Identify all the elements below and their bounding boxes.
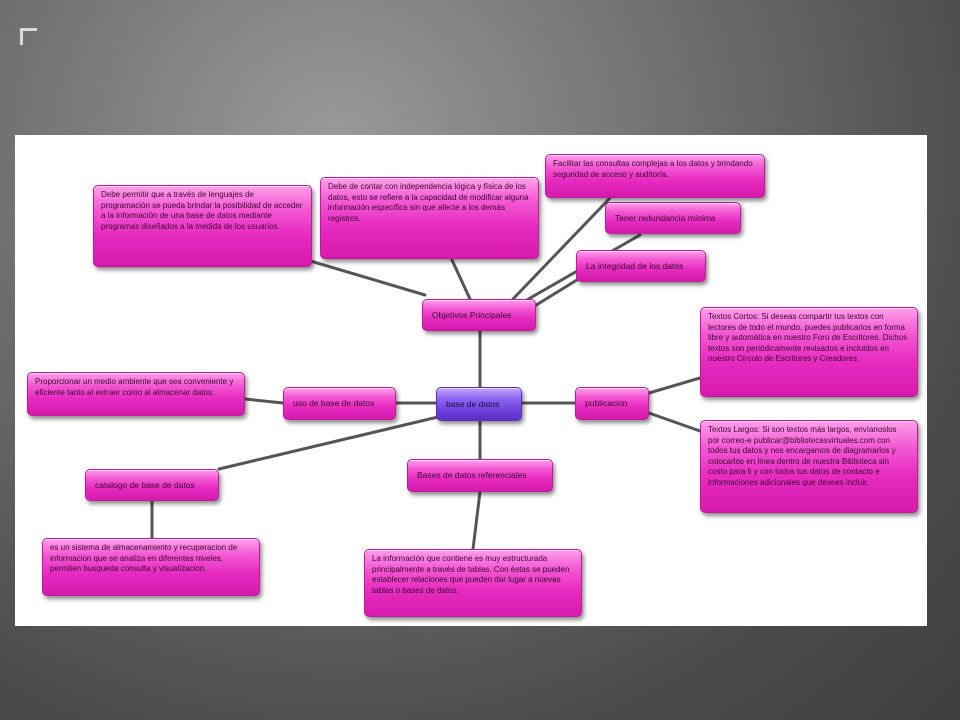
node-textos-largos[interactable]: Textos Largos: Si son textos más largos,…: [700, 420, 918, 513]
node-catalogo-descripcion[interactable]: es un sistema de almacenamiento y recupe…: [42, 538, 260, 596]
link-objetivos-lenguajes: [305, 258, 427, 297]
link-referenciales-item: [471, 490, 482, 551]
link-objetivos-consultas: [511, 196, 612, 301]
node-referenciales-descripcion[interactable]: La información que contiene es muy estru…: [364, 549, 582, 617]
node-objetivo-lenguajes-text: Debe permitir que a través de lenguajes …: [101, 190, 303, 231]
node-publicacion[interactable]: publicacion: [575, 387, 649, 420]
node-catalogo-de-base-de-datos[interactable]: catalogo de base de datos: [85, 469, 219, 501]
node-objetivos-label: Objetivos Principales: [432, 309, 512, 320]
node-objetivo-consultas-text: Facilitar las consultas complejas a los …: [553, 159, 753, 179]
node-textos-largos-text: Textos Largos: Si son textos más largos,…: [708, 425, 897, 487]
connector-lines: [150, 196, 702, 551]
mind-map-slide: base de datos Objetivos Principales uso …: [15, 135, 927, 626]
node-objetivo-redundancia-text: Tener redundancia mínima: [615, 212, 716, 223]
node-center-base-de-datos[interactable]: base de datos: [436, 387, 522, 421]
link-center-catalogo: [217, 415, 440, 471]
node-objetivo-integridad-text: La integridad de los datos: [586, 260, 684, 271]
node-uso-descripcion[interactable]: Proporcionar un medio ambiente que sea c…: [27, 372, 245, 416]
node-uso-label: uso de base de datos: [293, 398, 375, 409]
node-textos-cortos[interactable]: Textos Cortos: Si deseas compartir tus t…: [700, 307, 918, 397]
node-objetivo-integridad[interactable]: La integridad de los datos: [576, 250, 706, 282]
node-bases-de-datos-referenciales[interactable]: Bases de datos referenciales: [407, 459, 553, 492]
corner-bracket-decoration: [20, 28, 37, 45]
node-referenciales-descripcion-text: La información que contiene es muy estru…: [372, 554, 570, 595]
node-objetivo-independencia-text: Debe de contar con independencia lógica …: [328, 182, 529, 223]
node-catalogo-descripcion-text: es un sistema de almacenamiento y recupe…: [50, 543, 238, 573]
link-publicacion-cortos: [647, 376, 702, 395]
node-referenciales-label: Bases de datos referenciales: [417, 470, 527, 481]
link-objetivos-independencia: [450, 258, 472, 301]
node-textos-cortos-text: Textos Cortos: Si deseas compartir tus t…: [708, 312, 908, 363]
node-publicacion-label: publicacion: [585, 398, 628, 409]
node-objetivo-lenguajes[interactable]: Debe permitir que a través de lenguajes …: [93, 185, 312, 267]
node-uso-descripcion-text: Proporcionar un medio ambiente que sea c…: [35, 377, 234, 397]
link-publicacion-largos: [647, 411, 702, 433]
node-center-label: base de datos: [446, 398, 500, 409]
node-objetivo-consultas[interactable]: Facilitar las consultas complejas a los …: [545, 154, 765, 198]
node-objetivos-principales[interactable]: Objetivos Principales: [422, 299, 536, 331]
link-uso-item: [243, 397, 285, 405]
node-catalogo-label: catalogo de base de datos: [95, 479, 195, 490]
node-objetivo-redundancia[interactable]: Tener redundancia mínima: [605, 202, 741, 234]
node-uso-de-base-de-datos[interactable]: uso de base de datos: [283, 387, 396, 420]
node-objetivo-independencia[interactable]: Debe de contar con independencia lógica …: [320, 177, 539, 259]
